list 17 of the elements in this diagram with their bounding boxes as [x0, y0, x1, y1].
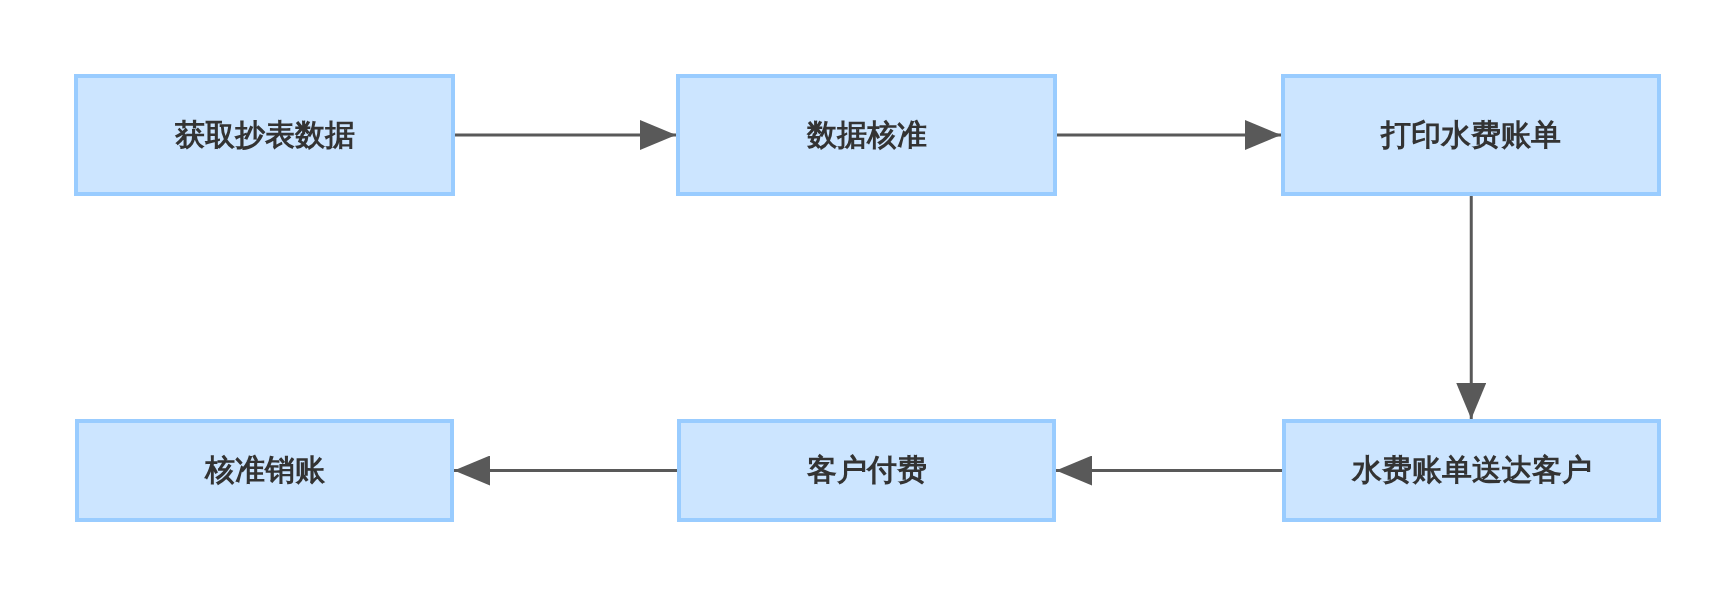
process-box [676, 74, 1057, 196]
arrow [454, 455, 677, 486]
process-box [677, 419, 1056, 522]
arrow [1056, 455, 1282, 486]
arrow [1456, 196, 1487, 419]
box-label: 数据核准 [806, 115, 927, 154]
box-label: 水费账单送达客户 [1351, 451, 1592, 489]
box-label: 客户付费 [806, 451, 927, 489]
box-label: 获取抄表数据 [174, 115, 355, 154]
process-box [74, 74, 455, 196]
process-box [1282, 419, 1661, 522]
arrow [455, 120, 676, 150]
box-label: 打印水费账单 [1381, 115, 1561, 154]
box-label: 核准销账 [204, 451, 325, 489]
arrow [1057, 120, 1281, 150]
process-box [1281, 74, 1661, 196]
process-box [75, 419, 454, 522]
